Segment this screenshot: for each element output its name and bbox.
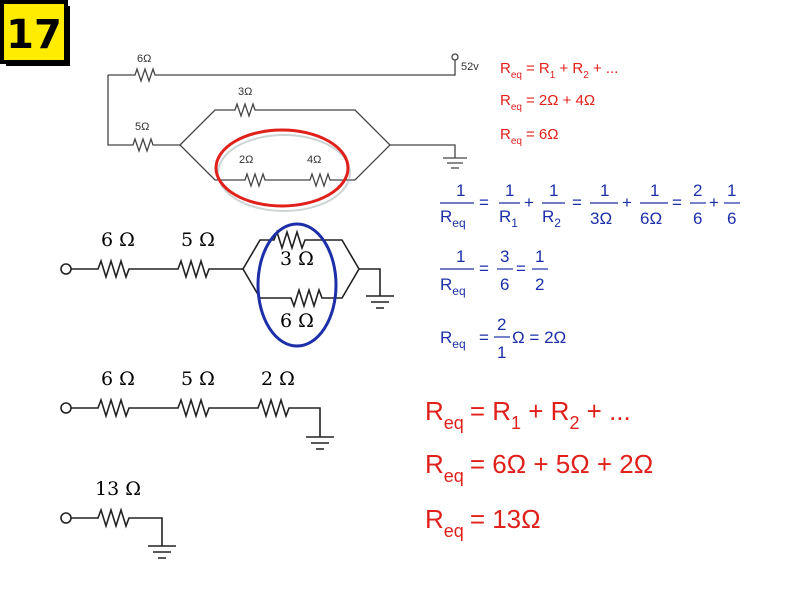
svg-text:R2: R2 xyxy=(542,207,561,230)
series-formula-bottom: Req= R1 + R2 + ... Req= 6Ω + 5Ω + 2Ω Req… xyxy=(425,396,653,541)
svg-text:6: 6 xyxy=(500,275,509,294)
top-label-4ohm: 4Ω xyxy=(307,154,321,166)
svg-text:Req= 6Ω + 5Ω + 2Ω: Req= 6Ω + 5Ω + 2Ω xyxy=(425,449,653,486)
svg-text:+: + xyxy=(524,193,534,212)
svg-text:R1: R1 xyxy=(499,207,518,230)
svg-text:Req= 2Ω + 4Ω: Req= 2Ω + 4Ω xyxy=(500,92,595,113)
svg-text:Req= R1 + R2 + ...: Req= R1 + R2 + ... xyxy=(425,396,631,433)
svg-text:6: 6 xyxy=(727,209,736,228)
svg-text:1: 1 xyxy=(497,343,506,362)
svg-text:1: 1 xyxy=(535,247,544,266)
svg-text:1: 1 xyxy=(505,181,514,200)
svg-text:Req= 13Ω: Req= 13Ω xyxy=(425,504,541,541)
c2-label-3ohm: 3 Ω xyxy=(280,248,314,270)
red-highlight-ellipse-main xyxy=(214,128,350,208)
c3-label-6ohm: 6 Ω xyxy=(101,368,135,390)
svg-text:=: = xyxy=(572,193,582,212)
series-formula-top: Req= R1 + R2 + ... Req= 2Ω + 4Ω Req= 6Ω xyxy=(500,60,618,147)
c3-label-5ohm: 5 Ω xyxy=(181,368,215,390)
svg-text:3Ω: 3Ω xyxy=(590,209,612,228)
top-label-3ohm: 3Ω xyxy=(238,86,252,98)
red-highlight-ellipse xyxy=(217,134,351,212)
svg-text:2: 2 xyxy=(693,181,702,200)
svg-text:1: 1 xyxy=(727,181,736,200)
c2-label-6ohm-b: 6 Ω xyxy=(280,310,314,332)
svg-text:=: = xyxy=(516,259,526,278)
svg-text:1: 1 xyxy=(549,181,558,200)
svg-text:Req: Req xyxy=(440,275,466,298)
svg-text:Ω = 2Ω: Ω = 2Ω xyxy=(512,328,566,347)
svg-text:=: = xyxy=(479,193,489,212)
svg-text:Req= 6Ω: Req= 6Ω xyxy=(500,126,558,147)
svg-text:1: 1 xyxy=(600,181,609,200)
svg-text:Req: Req xyxy=(440,328,466,351)
top-circuit xyxy=(107,53,467,189)
c4-label-13ohm: 13 Ω xyxy=(95,478,141,500)
svg-text:6: 6 xyxy=(693,209,702,228)
svg-text:+: + xyxy=(709,193,719,212)
parallel-formula: 1 Req = 1 R1 + 1 R2 = 1 3Ω + 1 6Ω = 2 6 … xyxy=(440,181,740,362)
svg-text:2: 2 xyxy=(497,315,506,334)
top-label-2ohm: 2Ω xyxy=(239,154,253,166)
svg-text:=: = xyxy=(479,259,489,278)
circuit-4 xyxy=(60,507,176,559)
svg-text:Req= R1 + R2 + ...: Req= R1 + R2 + ... xyxy=(500,60,618,81)
svg-text:=: = xyxy=(479,328,489,347)
top-label-6ohm: 6Ω xyxy=(137,53,151,65)
circuit-2 xyxy=(60,229,394,309)
c3-label-2ohm: 2 Ω xyxy=(261,368,295,390)
svg-text:3: 3 xyxy=(500,247,509,266)
svg-text:=: = xyxy=(672,193,682,212)
svg-text:2: 2 xyxy=(535,275,544,294)
svg-text:6Ω: 6Ω xyxy=(640,209,662,228)
blue-highlight-ellipse xyxy=(256,222,338,348)
c2-label-5ohm: 5 Ω xyxy=(181,229,215,251)
svg-text:1: 1 xyxy=(650,181,659,200)
svg-text:1: 1 xyxy=(456,247,465,266)
svg-text:1: 1 xyxy=(456,181,465,200)
c2-label-6ohm: 6 Ω xyxy=(101,229,135,251)
voltage-label: 52v xyxy=(461,61,479,73)
circuit-3 xyxy=(60,397,334,450)
slide-number: 17 xyxy=(6,12,62,58)
svg-text:Req: Req xyxy=(440,207,466,230)
slide-number-badge: 17 xyxy=(0,0,70,66)
svg-text:+: + xyxy=(622,193,632,212)
top-label-5ohm: 5Ω xyxy=(135,121,149,133)
